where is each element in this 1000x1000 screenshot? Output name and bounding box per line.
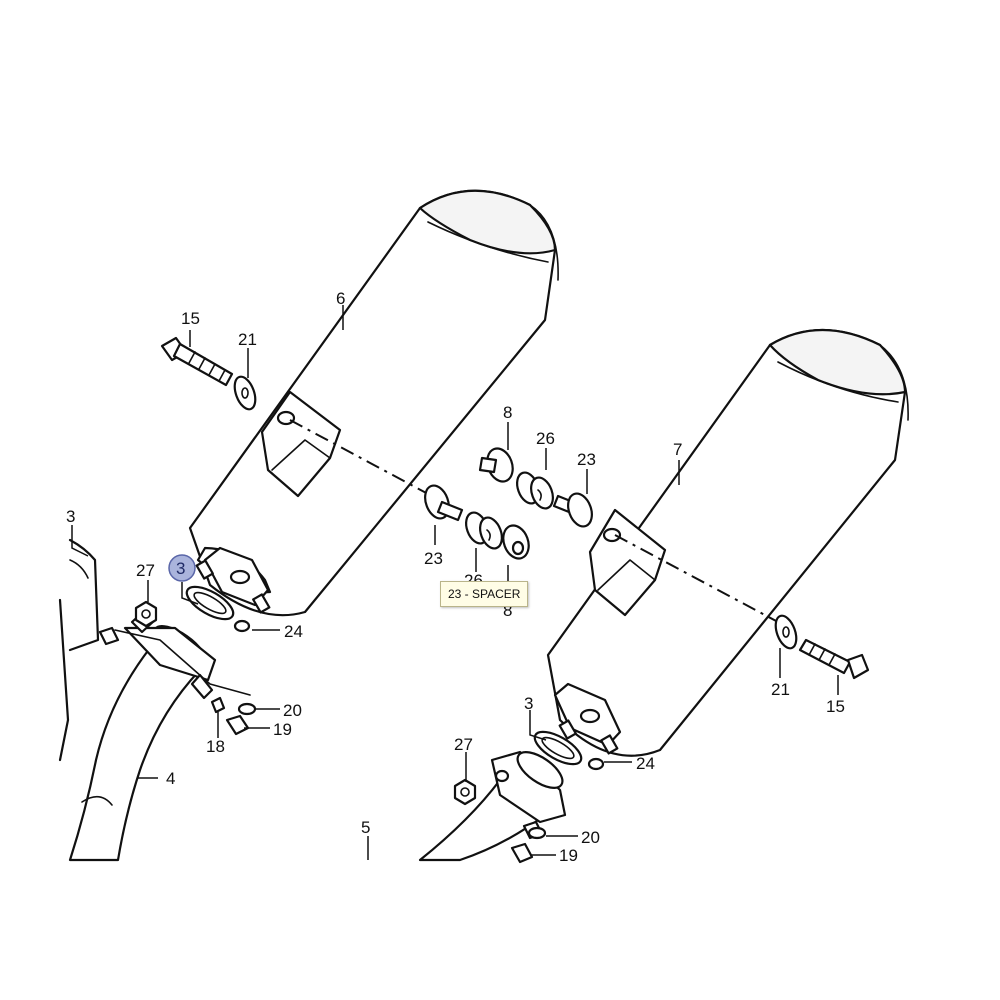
label-18[interactable]: 18 <box>206 737 225 756</box>
part-23-left-spacer[interactable] <box>421 482 464 522</box>
label-3-right[interactable]: 3 <box>524 694 533 713</box>
part-8-right-collar[interactable] <box>478 445 517 485</box>
label-24-left[interactable]: 24 <box>284 622 303 641</box>
mount-axis-left <box>289 419 431 496</box>
label-4[interactable]: 4 <box>166 769 175 788</box>
label-8-bottom[interactable]: 8 <box>503 601 512 620</box>
label-23-right[interactable]: 23 <box>577 450 596 469</box>
left-clamp-bolt[interactable] <box>98 626 120 646</box>
callout-3-highlighted[interactable]: 3 <box>168 554 196 582</box>
label-27-right[interactable]: 27 <box>454 735 473 754</box>
part-3-left-flange[interactable] <box>182 546 271 633</box>
part-26-right-grommet[interactable] <box>513 470 557 512</box>
mount-axis-right <box>614 534 779 623</box>
part-21-right-washer[interactable] <box>772 613 801 651</box>
part-15-right-bolt[interactable] <box>798 638 870 680</box>
label-19-left[interactable]: 19 <box>273 720 292 739</box>
part-15-left-bolt[interactable] <box>160 336 234 387</box>
part-3-left-side-joint[interactable] <box>58 538 100 762</box>
label-5[interactable]: 5 <box>361 818 370 837</box>
part-21-left-washer[interactable] <box>231 374 260 412</box>
part-3-right-flange[interactable] <box>530 682 622 771</box>
label-15-left[interactable]: 15 <box>181 309 200 328</box>
label-7[interactable]: 7 <box>673 440 682 459</box>
label-3-left-top[interactable]: 3 <box>66 507 75 526</box>
label-21-right[interactable]: 21 <box>771 680 790 699</box>
label-19-right[interactable]: 19 <box>559 846 578 865</box>
label-23-left[interactable]: 23 <box>424 549 443 568</box>
part-6-left-muffler[interactable] <box>188 189 559 617</box>
part-26-left-grommet[interactable] <box>462 510 506 552</box>
part-7-right-muffler[interactable] <box>546 329 909 757</box>
part-4-left-exhaust-pipe[interactable] <box>68 608 251 862</box>
part-19-right-nut[interactable] <box>510 842 534 864</box>
label-26-top[interactable]: 26 <box>536 429 555 448</box>
part-20-right-washer[interactable] <box>527 826 547 840</box>
label-15-right[interactable]: 15 <box>826 697 845 716</box>
svg-text:3: 3 <box>176 559 185 578</box>
part-8-left-collar[interactable] <box>499 522 533 562</box>
part-19-left-nut[interactable] <box>225 714 250 736</box>
part-23-right-spacer[interactable] <box>552 490 596 529</box>
part-20-left-washer[interactable] <box>237 702 257 716</box>
part-5-right-exhaust-pipe[interactable] <box>418 745 568 862</box>
leader-lines <box>71 305 839 860</box>
label-20-right[interactable]: 20 <box>581 828 600 847</box>
label-27-left[interactable]: 27 <box>136 561 155 580</box>
label-24-right[interactable]: 24 <box>636 754 655 773</box>
part-tooltip: 23 - SPACER <box>440 581 529 607</box>
part-27-left-nut[interactable] <box>134 600 158 628</box>
part-18-left-screw[interactable] <box>210 696 226 714</box>
part-27-right-nut[interactable] <box>453 778 477 806</box>
label-6[interactable]: 6 <box>336 289 345 308</box>
label-21-left[interactable]: 21 <box>238 330 257 349</box>
label-20-left[interactable]: 20 <box>283 701 302 720</box>
label-8-top[interactable]: 8 <box>503 403 512 422</box>
